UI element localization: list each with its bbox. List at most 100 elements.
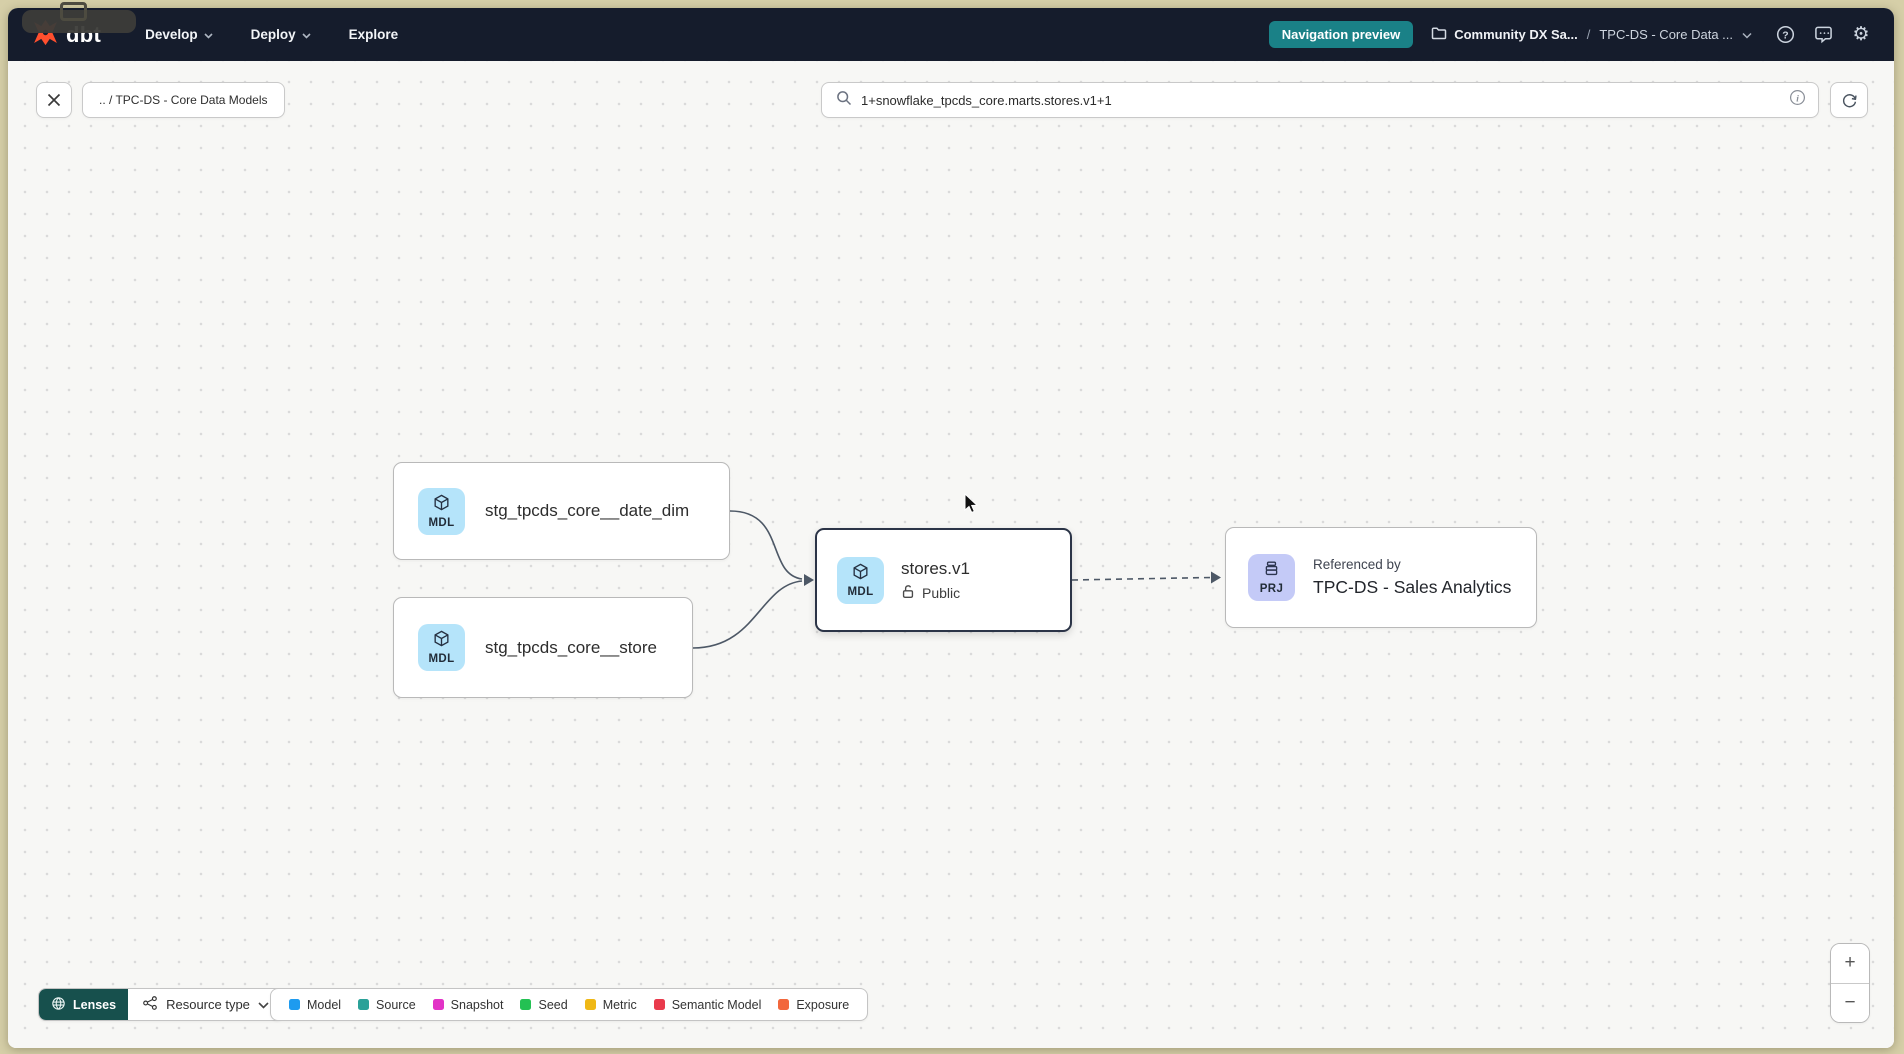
legend-item-metric: Metric: [584, 997, 637, 1012]
model-node-stg-tpcds-core-date-dim[interactable]: MDL stg_tpcds_core__date_dim: [393, 462, 730, 560]
lenses-resource-pill: Lenses Resource type: [38, 988, 284, 1021]
legend-item-model: Model: [289, 998, 341, 1012]
unlock-icon: [901, 584, 915, 602]
edge-arrowhead: [804, 574, 814, 586]
model-badge: MDL: [837, 556, 884, 604]
navigation-preview-badge[interactable]: Navigation preview: [1268, 21, 1414, 48]
chevron-down-icon: [302, 27, 311, 42]
folder-icon: [1431, 26, 1447, 43]
zoom-in-button[interactable]: +: [1831, 944, 1869, 984]
legend-swatch: [653, 999, 665, 1010]
legend-item-snapshot: Snapshot: [432, 997, 504, 1012]
node-access-label: Public: [922, 584, 961, 601]
archive-stack-icon: [1262, 559, 1281, 583]
breadcrumb-environment[interactable]: TPC-DS - Core Data ...: [1599, 27, 1733, 42]
menu-explore[interactable]: Explore: [349, 27, 399, 42]
breadcrumb-separator: /: [1586, 27, 1591, 42]
legend-swatch: [289, 999, 300, 1010]
model-badge-label: MDL: [428, 516, 455, 529]
legend-label: Source: [376, 997, 416, 1012]
search-icon: [836, 90, 852, 111]
node-text: stores.v1 Public: [901, 559, 970, 602]
lineage-path-label: .. / TPC-DS - Core Data Models: [99, 93, 268, 107]
svg-text:?: ?: [1782, 30, 1788, 41]
project-badge: PRJ: [1248, 554, 1295, 601]
node-title: stg_tpcds_core__date_dim: [485, 501, 690, 520]
legend-item-source: Source: [358, 998, 416, 1012]
project-badge-label: PRJ: [1259, 583, 1284, 596]
help-icon[interactable]: ?: [1774, 24, 1796, 46]
legend-swatch: [778, 999, 790, 1010]
close-icon: [47, 93, 61, 107]
menu-develop[interactable]: Develop: [145, 27, 213, 42]
model-badge-label: MDL: [847, 585, 874, 598]
refresh-lineage-button[interactable]: [1830, 82, 1868, 118]
lenses-button[interactable]: Lenses: [39, 989, 129, 1020]
breadcrumb-project[interactable]: Community DX Sa...: [1431, 26, 1578, 43]
legend-label: Snapshot: [450, 997, 504, 1012]
zoom-out-button[interactable]: −: [1831, 983, 1869, 1022]
menu-develop-label: Develop: [145, 27, 198, 42]
lineage-path-chip[interactable]: .. / TPC-DS - Core Data Models: [82, 82, 285, 118]
legend-label: Metric: [602, 997, 637, 1012]
mouse-cursor: [963, 492, 980, 520]
legend-swatch: [358, 999, 370, 1010]
settings-gear-icon[interactable]: ⚙: [1852, 24, 1870, 45]
menu-explore-label: Explore: [348, 27, 399, 42]
main-menu: Develop Deploy Explore: [145, 27, 398, 42]
legend-label: Exposure: [796, 997, 850, 1012]
menu-deploy-label: Deploy: [250, 27, 296, 42]
legend-swatch: [432, 999, 444, 1010]
top-navbar: dbt Develop Deploy Explore Navigation pr…: [8, 8, 1894, 61]
screen-capture-monitor-icon: [60, 2, 87, 21]
lineage-canvas[interactable]: .. / TPC-DS - Core Data Models i: [8, 61, 1894, 1048]
cube-icon: [432, 493, 451, 517]
navbar-right: Navigation preview Community DX Sa... / …: [1268, 21, 1872, 48]
breadcrumb: Community DX Sa... / TPC-DS - Core Data …: [1431, 26, 1752, 44]
screen-capture-pill: [22, 10, 136, 33]
edge-arrowhead: [1211, 571, 1221, 584]
refresh-icon: [1842, 93, 1857, 107]
model-badge-label: MDL: [428, 653, 455, 666]
legend-item-seed: Seed: [520, 997, 568, 1012]
breadcrumb-project-label: Community DX Sa...: [1454, 27, 1578, 42]
resource-type-legend: Model Source Snapshot Seed Metric Semant…: [270, 988, 869, 1021]
node-title: TPC-DS - Sales Analytics: [1313, 577, 1512, 597]
resource-type-label: Resource type: [166, 997, 250, 1012]
chevron-down-icon[interactable]: [1742, 26, 1752, 44]
node-eyebrow: Referenced by: [1313, 557, 1401, 572]
legend-item-semantic-model: Semantic Model: [653, 998, 761, 1012]
project-node-tpcds-sales-analytics[interactable]: PRJ Referenced by TPC-DS - Sales Analyti…: [1225, 527, 1537, 628]
node-title: stores.v1: [901, 558, 970, 578]
cube-icon: [432, 629, 451, 653]
chevron-down-icon: [204, 27, 213, 42]
feedback-icon[interactable]: [1812, 24, 1834, 46]
legend-swatch: [520, 999, 532, 1010]
info-icon[interactable]: i: [1789, 89, 1806, 111]
navbar-icon-group: ? ⚙: [1774, 24, 1872, 46]
lens-icon: [51, 996, 66, 1014]
close-lineage-button[interactable]: [36, 82, 72, 118]
legend-label: Model: [307, 997, 342, 1012]
lineage-search-box: i: [821, 82, 1819, 118]
model-node-stores-v1-selected[interactable]: MDL stores.v1 Public: [815, 528, 1072, 632]
node-access-row: Public: [901, 584, 970, 602]
app-window: dbt Develop Deploy Explore Navigation pr…: [8, 8, 1894, 1048]
legend-swatch: [584, 999, 596, 1010]
model-badge: MDL: [418, 487, 465, 535]
legend-label: Seed: [538, 997, 568, 1012]
menu-deploy[interactable]: Deploy: [251, 27, 311, 42]
node-text: Referenced by TPC-DS - Sales Analytics: [1313, 557, 1511, 598]
node-title: stg_tpcds_core__store: [485, 637, 657, 657]
legend-item-exposure: Exposure: [778, 998, 849, 1012]
resource-graph-icon: [142, 995, 158, 1014]
model-node-stg-tpcds-core-store[interactable]: MDL stg_tpcds_core__store: [393, 597, 693, 698]
lenses-label: Lenses: [73, 997, 117, 1012]
model-badge: MDL: [418, 624, 465, 671]
zoom-control: + −: [1830, 943, 1870, 1023]
svg-text:i: i: [1796, 94, 1799, 104]
selector-search-input[interactable]: [861, 92, 1780, 108]
cube-icon: [851, 562, 870, 586]
resource-type-dropdown[interactable]: Resource type: [128, 989, 283, 1020]
chevron-down-icon: [258, 997, 269, 1012]
